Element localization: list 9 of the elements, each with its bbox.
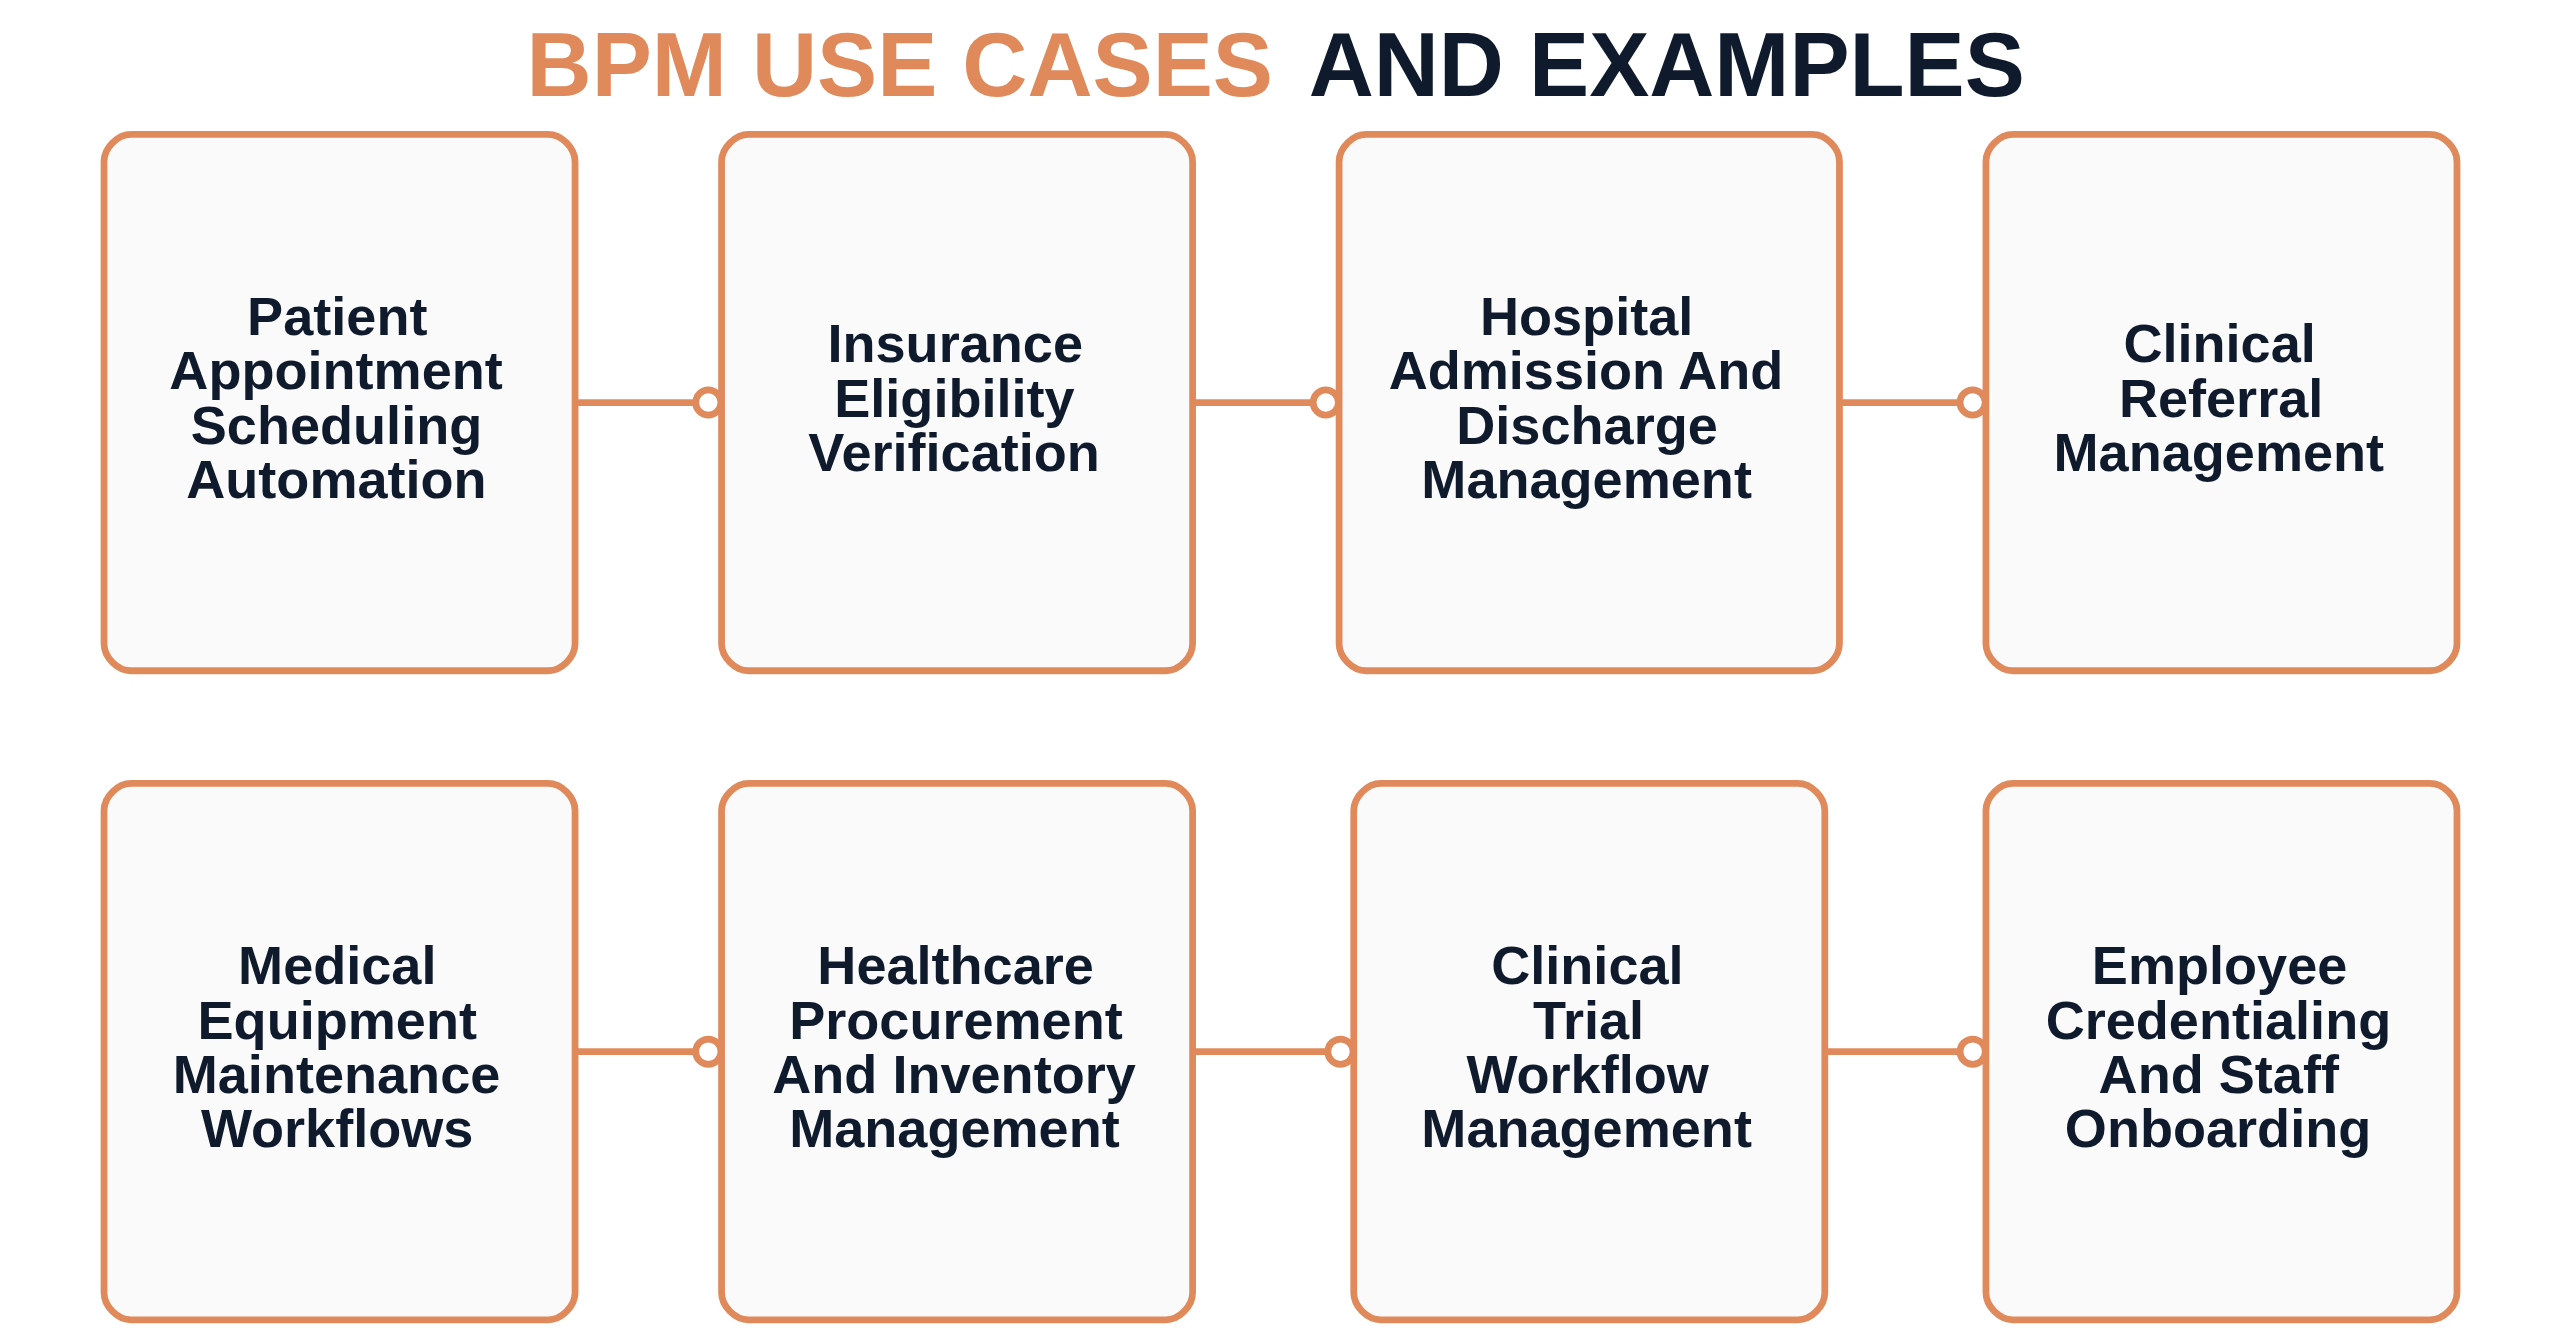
node-box: Healthcare Procurement And Inventory Management bbox=[717, 780, 1196, 1324]
node-box: Insurance Eligibility Verification bbox=[717, 130, 1196, 675]
node-box: Employee Credentialing And Staff Onboarding bbox=[1982, 780, 2460, 1324]
node-box: Hospital Admission And Discharge Management bbox=[1335, 130, 1843, 675]
node-box: Medical Equipment Maintenance Workflows bbox=[100, 780, 578, 1324]
node-box: Clinical Trial Workflow Management bbox=[1349, 780, 1828, 1324]
diagram-title: BPM USE CASES AND EXAMPLES bbox=[526, 14, 2025, 116]
node-box: Patient Appointment Scheduling Automation bbox=[100, 130, 578, 675]
node-box: Clinical Referral Management bbox=[1982, 130, 2460, 675]
